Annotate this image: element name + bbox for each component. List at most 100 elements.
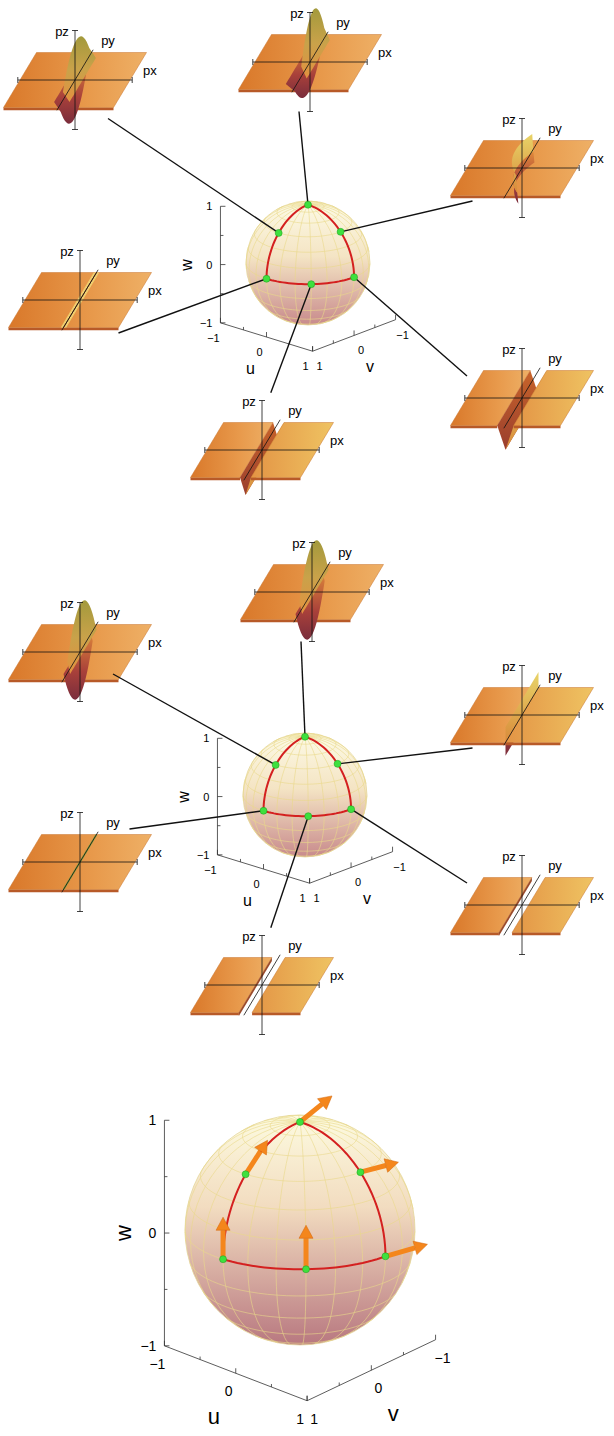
- momentum-axis-label: px: [148, 284, 162, 297]
- axis-tick: [77, 602, 83, 603]
- plane-rim: [191, 478, 241, 481]
- longitude-line: [300, 1122, 363, 1342]
- latitude-line: [268, 310, 341, 319]
- leader-line: [351, 809, 467, 883]
- longitude-line: [253, 737, 305, 850]
- tick-label: 1: [303, 361, 309, 372]
- axis-tick: [319, 982, 320, 988]
- longitude-line: [305, 737, 324, 857]
- longitude-line: [246, 737, 305, 838]
- longitude-line: [308, 205, 363, 314]
- axis-tick: [395, 315, 396, 320]
- tick-label: −1: [140, 1339, 156, 1353]
- axis-tick: [200, 1357, 201, 1360]
- u-axis: [164, 1346, 307, 1401]
- axis-tick: [266, 332, 267, 337]
- momentum-axis-label: py: [288, 404, 302, 417]
- axis-tick: [77, 701, 83, 702]
- axis-tick: [519, 665, 525, 666]
- momentum-axis-label: px: [590, 382, 604, 395]
- longitude-line: [300, 1122, 385, 1337]
- sample-point: [302, 733, 309, 740]
- axis-tick: [339, 1382, 340, 1385]
- axis-title: v: [363, 891, 371, 907]
- axis-tick: [220, 318, 221, 323]
- octant-boundary: [308, 205, 354, 277]
- axis-tick: [307, 1396, 308, 1401]
- py-axis: [504, 875, 540, 936]
- momentum-axis-label: pz: [502, 849, 516, 862]
- tick-label: 1: [296, 1412, 304, 1426]
- py-axis: [504, 368, 540, 429]
- momentum-axis-label: px: [143, 64, 157, 77]
- tick-label: 1: [314, 893, 320, 904]
- longitude-line: [191, 1122, 300, 1309]
- axis-tick: [307, 12, 313, 13]
- axis-tick: [243, 327, 244, 330]
- axis-tick: [374, 325, 375, 328]
- axis-tick: [519, 217, 525, 218]
- tick-label: 0: [225, 1384, 233, 1398]
- tick-label: 0: [355, 877, 361, 888]
- axis-tick: [354, 330, 355, 335]
- momentum-axis-label: pz: [502, 659, 516, 672]
- sample-points: [263, 201, 358, 287]
- tick-label: 1: [310, 1412, 318, 1426]
- momentum-axis-label: py: [106, 606, 120, 619]
- leader-line: [301, 642, 305, 737]
- momentum-axis-label: py: [106, 816, 120, 829]
- latitude-line: [374, 1171, 400, 1199]
- v-axis: [307, 1340, 435, 1401]
- momentum-axis-label: pz: [60, 244, 74, 257]
- axis-tick: [259, 499, 265, 500]
- u-axis: [217, 855, 309, 883]
- arrow-shaft: [385, 1248, 415, 1256]
- momentum-axis-label: py: [548, 122, 562, 135]
- axis-tick: [259, 935, 265, 936]
- axis-tick: [309, 641, 315, 642]
- sample-point: [303, 1266, 310, 1273]
- sample-point: [305, 813, 312, 820]
- surface-inset: [451, 119, 594, 218]
- axis-title: u: [243, 893, 252, 909]
- axis-title: w: [179, 259, 195, 271]
- upper-sheet: [512, 134, 533, 193]
- momentum-axis-label: px: [330, 969, 344, 982]
- arrow-head: [317, 1096, 332, 1110]
- surface-inset: [451, 856, 594, 955]
- axis-tick: [403, 1352, 404, 1355]
- inset-axes: [205, 401, 319, 500]
- py-axis: [504, 685, 540, 746]
- axis-tick: [351, 862, 352, 867]
- axis-tick: [579, 165, 580, 171]
- momentum-axis-label: px: [330, 434, 344, 447]
- leader-line: [108, 119, 279, 233]
- axis-tick: [286, 873, 287, 876]
- octant-boundary: [223, 1122, 300, 1259]
- u-axis: [220, 323, 312, 351]
- momentum-axis-label: pz: [290, 6, 304, 19]
- sample-point: [382, 1253, 389, 1260]
- axis-tick: [164, 1345, 169, 1346]
- axis-tick: [240, 859, 241, 862]
- momentum-axis-label: py: [101, 34, 115, 47]
- inset-axes: [18, 31, 132, 130]
- inset-axes: [205, 936, 319, 1035]
- octant-boundary: [300, 1122, 385, 1256]
- axis-tick: [333, 340, 334, 343]
- latitude-line: [245, 779, 349, 800]
- sample-point: [334, 760, 341, 767]
- axis-tick: [579, 902, 580, 908]
- surface-inset: [239, 8, 382, 111]
- arrow-head: [216, 1217, 230, 1230]
- axis-tick: [217, 854, 222, 855]
- sphere-plot: [164, 1115, 435, 1401]
- surface-inset: [191, 936, 334, 1035]
- sample-point: [263, 275, 270, 282]
- axis-tick: [220, 264, 225, 265]
- inset-axes: [465, 349, 579, 448]
- longitude-line: [223, 1122, 300, 1338]
- momentum-axis-label: py: [548, 669, 562, 682]
- tick-label: 1: [317, 361, 323, 372]
